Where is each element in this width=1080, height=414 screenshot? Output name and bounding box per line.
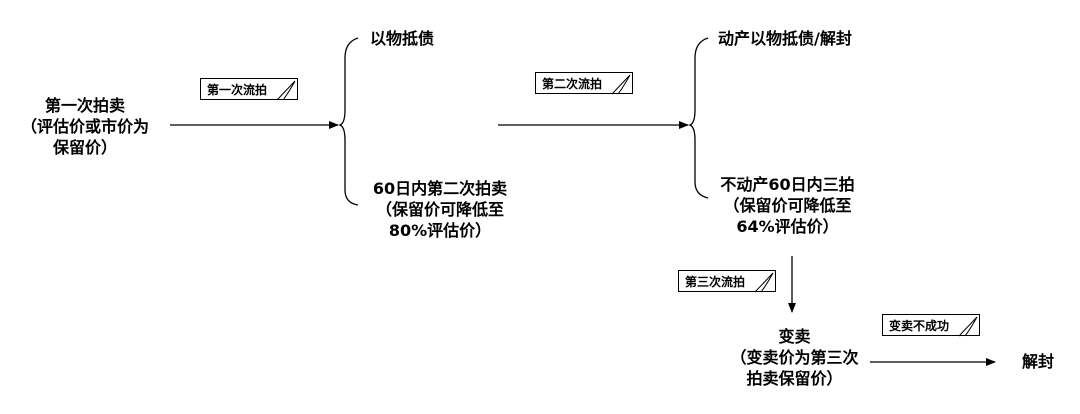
tag-third-fail: 第三次流拍 <box>678 270 776 293</box>
tag-first-fail-label: 第一次流拍 <box>207 83 268 97</box>
node-first-auction: 第一次拍卖 （评估价或市价为 保留价） <box>10 95 160 158</box>
node-second-auction-line2: （保留价可降低至 <box>375 200 504 219</box>
node-debt-offset-1: 以物抵债 <box>370 29 435 48</box>
node-immovable-third-auction: 不动产60日内三拍 （保留价可降低至 64%评估价） <box>705 174 870 237</box>
node-immovable-third-line3: 64%评估价） <box>736 217 839 236</box>
tag-sale-fail-label: 变卖不成功 <box>889 319 950 333</box>
tag-first-fail: 第一次流拍 <box>200 78 298 101</box>
tag-second-fail: 第二次流拍 <box>535 72 633 95</box>
folded-corner-icon <box>754 272 774 293</box>
node-sale-line2: （变卖价为第三次 <box>730 348 859 367</box>
folded-corner-icon <box>958 316 978 337</box>
tag-third-fail-label: 第三次流拍 <box>685 275 746 289</box>
node-movable-debt-offset: 动产以物抵债/解封 <box>718 29 852 48</box>
node-second-auction-line1: 60日内第二次拍卖 <box>372 179 508 198</box>
folded-corner-icon <box>611 74 631 95</box>
node-first-auction-line1: 第一次拍卖 <box>44 96 125 115</box>
node-immovable-third-line2: （保留价可降低至 <box>723 196 852 215</box>
tag-sale-fail: 变卖不成功 <box>882 314 980 337</box>
node-first-auction-line3: 保留价） <box>52 138 117 157</box>
node-second-auction-line3: 80%评估价） <box>388 221 492 240</box>
node-second-auction: 60日内第二次拍卖 （保留价可降低至 80%评估价） <box>360 178 520 241</box>
brace-left-1 <box>338 37 359 206</box>
node-unseal: 解封 <box>1022 352 1055 371</box>
brace-left-2 <box>688 37 709 199</box>
node-immovable-third-line1: 不动产60日内三拍 <box>720 175 855 194</box>
node-sale-line1: 变卖 <box>778 327 811 346</box>
node-first-auction-line2: （评估价或市价为 <box>20 117 149 136</box>
node-sale-line3: 拍卖保留价） <box>746 369 843 388</box>
tag-second-fail-label: 第二次流拍 <box>542 77 603 91</box>
folded-corner-icon <box>276 80 296 101</box>
node-sale: 变卖 （变卖价为第三次 拍卖保留价） <box>712 326 877 389</box>
